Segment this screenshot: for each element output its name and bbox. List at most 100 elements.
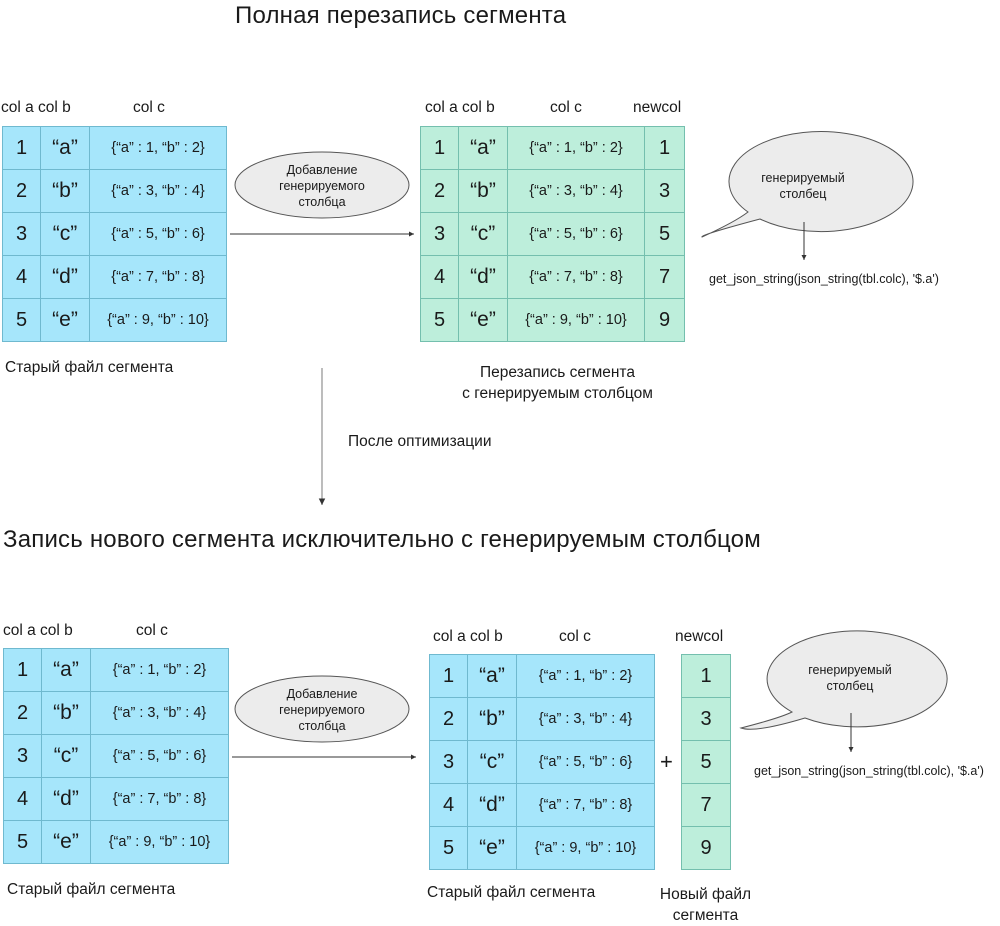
cell-col-c: {“a” : 3, “b” : 4}	[507, 169, 645, 213]
table-row: 3	[681, 697, 731, 741]
title-full-rewrite: Полная перезапись сегмента	[235, 2, 567, 29]
table-row: 5“e”{“a” : 9, “b” : 10}	[3, 820, 229, 864]
cell-col-b: “e”	[41, 820, 91, 864]
table-row: 5“e”{“a” : 9, “b” : 10}	[2, 298, 227, 342]
bubble-text-line1: генерируемый	[808, 663, 892, 677]
cell-col-c: {“a” : 5, “b” : 6}	[516, 740, 655, 784]
table-row: 7	[681, 783, 731, 827]
table-old-segment-bottom-right: 1“a”{“a” : 1, “b” : 2}2“b”{“a” : 3, “b” …	[429, 654, 655, 870]
cell-newcol: 9	[681, 826, 731, 870]
cell-col-c: {“a” : 1, “b” : 2}	[89, 126, 227, 170]
cell-col-a: 4	[2, 255, 41, 299]
cell-col-a: 1	[3, 648, 42, 692]
cell-col-c: {“a” : 9, “b” : 10}	[89, 298, 227, 342]
cell-col-c: {“a” : 7, “b” : 8}	[90, 777, 229, 821]
caption-new-file-line2: сегмента	[672, 907, 739, 924]
cell-col-c: {“a” : 7, “b” : 8}	[516, 783, 655, 827]
cell-col-a: 3	[429, 740, 468, 784]
cell-col-c: {“a” : 1, “b” : 2}	[90, 648, 229, 692]
table-row: 3“c”{“a” : 5, “b” : 6}	[3, 734, 229, 778]
cell-col-b: “a”	[41, 648, 91, 692]
cell-col-a: 2	[420, 169, 459, 213]
table-row: 3“c”{“a” : 5, “b” : 6}	[429, 740, 655, 784]
header-col-c: col c	[136, 622, 168, 639]
cell-col-a: 1	[429, 654, 468, 698]
label-after-optimization: После оптимизации	[348, 433, 492, 450]
table-row: 1“a”{“a” : 1, “b” : 2}	[429, 654, 655, 698]
expression-top: get_json_string(json_string(tbl.colc), '…	[709, 272, 939, 286]
cell-newcol: 9	[644, 298, 685, 342]
bubble-text-line1: генерируемый	[761, 171, 845, 185]
cell-col-c: {“a” : 9, “b” : 10}	[507, 298, 645, 342]
header-newcol: newcol	[675, 628, 724, 645]
header-col-a-col-b: col a col b	[433, 628, 503, 645]
header-col-a-col-b: col a col b	[425, 99, 495, 116]
title-generated-column-only: Запись нового сегмента исключительно с г…	[3, 526, 761, 553]
plus-sign: +	[660, 749, 673, 774]
expression-bottom: get_json_string(json_string(tbl.colc), '…	[754, 764, 984, 778]
cell-col-b: “b”	[458, 169, 508, 213]
cell-col-a: 3	[3, 734, 42, 778]
cell-col-c: {“a” : 3, “b” : 4}	[90, 691, 229, 735]
table-row: 5“e”{“a” : 9, “b” : 10}	[429, 826, 655, 870]
cell-col-a: 4	[3, 777, 42, 821]
cell-col-a: 5	[429, 826, 468, 870]
cell-col-b: “c”	[458, 212, 508, 256]
header-newcol: newcol	[633, 99, 682, 116]
cell-col-c: {“a” : 1, “b” : 2}	[516, 654, 655, 698]
caption-old-segment-bottom-right: Старый файл сегмента	[427, 884, 596, 901]
cell-col-a: 4	[420, 255, 459, 299]
oval-text-bottom: Добавление генерируемого столбца	[262, 686, 382, 734]
table-row: 1“a”{“a” : 1, “b” : 2}1	[420, 126, 685, 170]
table-old-segment-top: 1“a”{“a” : 1, “b” : 2}2“b”{“a” : 3, “b” …	[2, 126, 227, 342]
table-row: 4“d”{“a” : 7, “b” : 8}7	[420, 255, 685, 299]
cell-col-b: “d”	[467, 783, 517, 827]
cell-col-a: 3	[2, 212, 41, 256]
cell-col-b: “b”	[41, 691, 91, 735]
cell-col-a: 5	[3, 820, 42, 864]
cell-newcol: 3	[644, 169, 685, 213]
caption-new-segment-file: Новый файл сегмента	[648, 884, 763, 926]
bubble-text-line2: столбец	[826, 679, 874, 693]
cell-col-c: {“a” : 3, “b” : 4}	[89, 169, 227, 213]
caption-old-segment-top: Старый файл сегмента	[5, 359, 174, 376]
header-col-a-col-b: col a col b	[1, 99, 71, 116]
bubble-text-line2: столбец	[779, 187, 827, 201]
cell-col-b: “d”	[41, 777, 91, 821]
cell-col-b: “d”	[458, 255, 508, 299]
table-row: 3“c”{“a” : 5, “b” : 6}5	[420, 212, 685, 256]
table-row: 2“b”{“a” : 3, “b” : 4}	[429, 697, 655, 741]
caption-rewrite-line1: Перезапись сегмента	[480, 364, 635, 381]
cell-col-c: {“a” : 9, “b” : 10}	[90, 820, 229, 864]
cell-col-c: {“a” : 7, “b” : 8}	[507, 255, 645, 299]
table-row: 4“d”{“a” : 7, “b” : 8}	[2, 255, 227, 299]
cell-col-b: “c”	[41, 734, 91, 778]
table-row: 3“c”{“a” : 5, “b” : 6}	[2, 212, 227, 256]
oval-text-line1: Добавление	[286, 687, 358, 701]
oval-text-top: Добавление генерируемого столбца	[262, 162, 382, 210]
cell-col-a: 2	[2, 169, 41, 213]
cell-col-b: “a”	[458, 126, 508, 170]
table-row: 5	[681, 740, 731, 784]
caption-rewrite-line2: с генерируемым столбцом	[462, 385, 653, 402]
cell-col-a: 2	[3, 691, 42, 735]
table-row: 9	[681, 826, 731, 870]
oval-text-line3: столбца	[298, 719, 346, 733]
cell-newcol: 5	[681, 740, 731, 784]
cell-newcol: 5	[644, 212, 685, 256]
cell-col-b: “e”	[458, 298, 508, 342]
table-row: 1	[681, 654, 731, 698]
table-row: 1“a”{“a” : 1, “b” : 2}	[2, 126, 227, 170]
cell-col-b: “b”	[40, 169, 90, 213]
header-col-c: col c	[133, 99, 165, 116]
cell-col-a: 1	[420, 126, 459, 170]
table-row: 1“a”{“a” : 1, “b” : 2}	[3, 648, 229, 692]
header-col-c: col c	[559, 628, 591, 645]
cell-col-b: “a”	[40, 126, 90, 170]
table-row: 4“d”{“a” : 7, “b” : 8}	[3, 777, 229, 821]
cell-newcol: 3	[681, 697, 731, 741]
cell-col-b: “b”	[467, 697, 517, 741]
cell-col-a: 4	[429, 783, 468, 827]
